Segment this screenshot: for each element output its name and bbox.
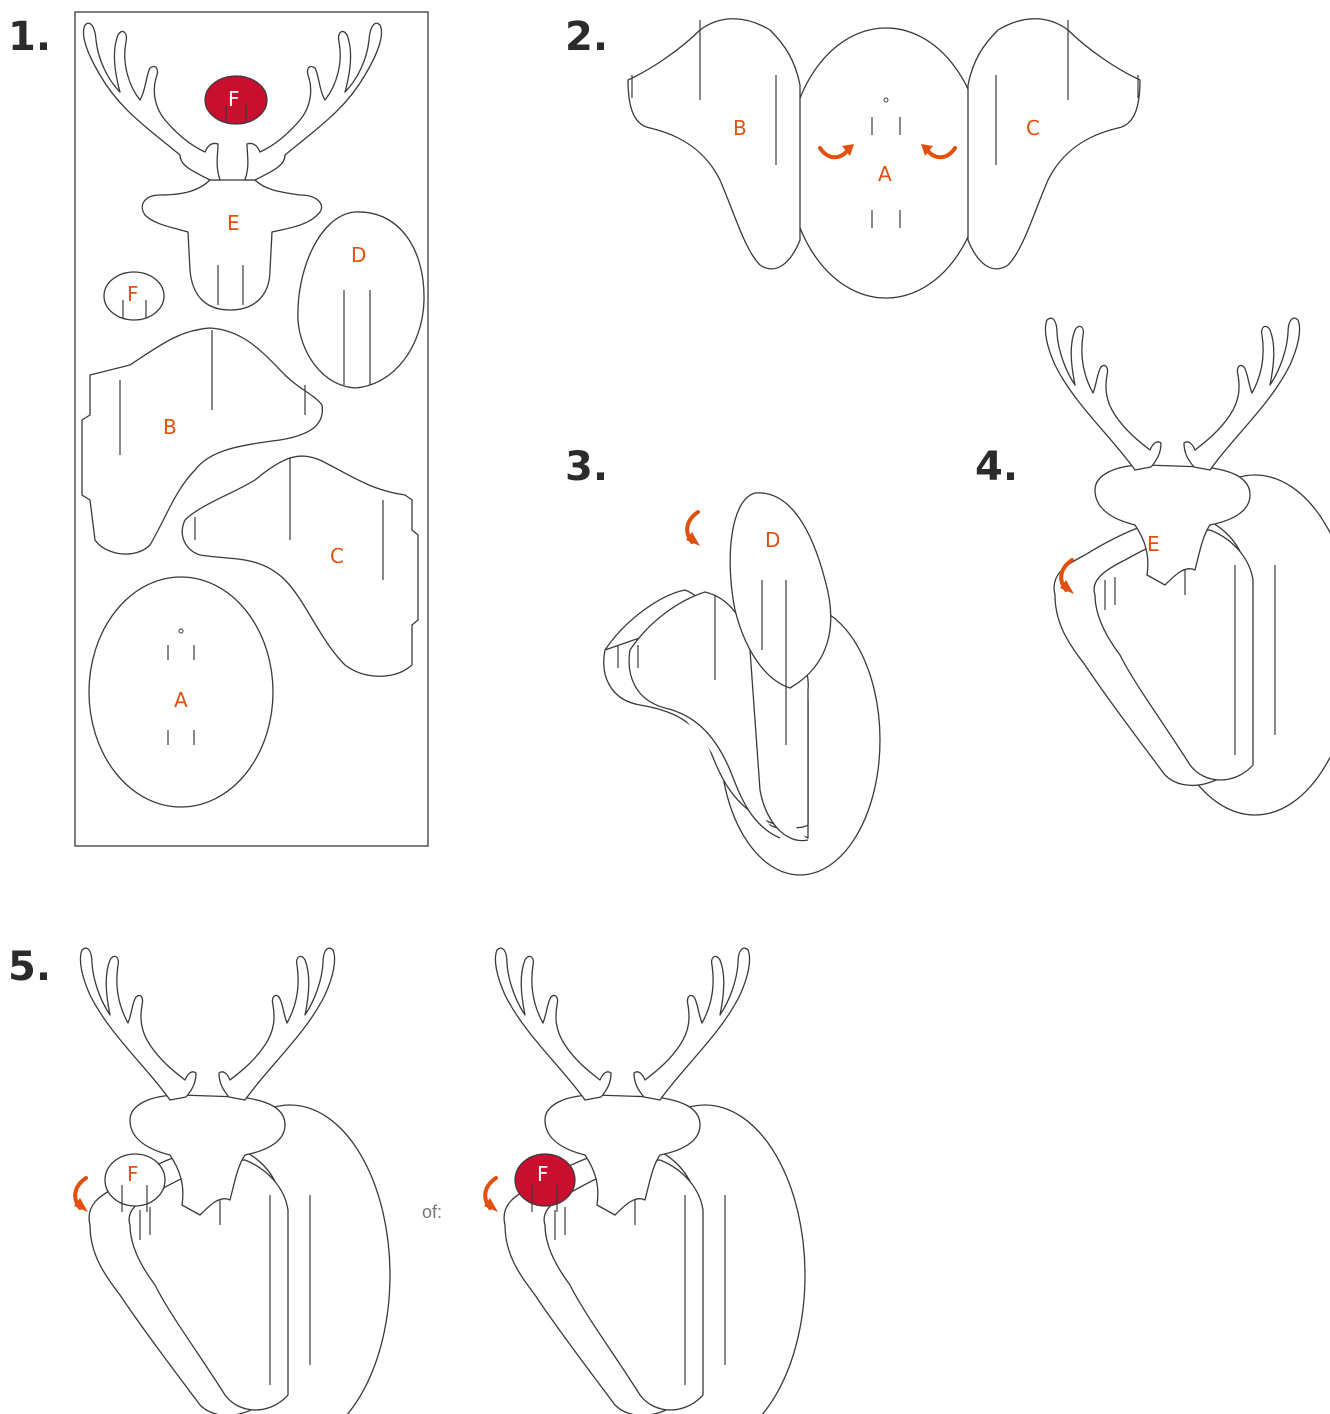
curl-arrow-step5-left-icon [74,1178,88,1212]
label-c-sheet: C [330,544,344,568]
label-f-sheet: F [127,282,139,306]
alternative-word: of: [422,1202,442,1222]
step-2-number: 2. [565,14,608,60]
label-e-sheet: E [227,211,240,235]
step-4-number: 4. [975,444,1018,490]
label-b-sheet: B [163,415,177,439]
label-d-step3: D [765,528,780,552]
label-b-step2: B [733,116,747,140]
step-1-number: 1. [8,14,51,60]
label-c-step2: C [1026,116,1040,140]
step-3-number: 3. [565,444,608,490]
label-a-step2: A [878,162,892,186]
label-f-step5-white: F [127,1162,139,1186]
step4-assembly [1045,318,1330,815]
step3-assembly [604,493,880,875]
curl-arrow-step5-right-icon [484,1178,498,1212]
label-e-step4: E [1147,532,1160,556]
step2-assembly [628,19,1140,298]
label-a-sheet: A [174,688,188,712]
label-d-sheet: D [351,243,366,267]
step-5-number: 5. [8,944,51,990]
curl-arrow-step3-icon [686,512,700,546]
label-f-step5-red: F [537,1162,549,1186]
label-f-red-sheet: F [228,87,240,111]
